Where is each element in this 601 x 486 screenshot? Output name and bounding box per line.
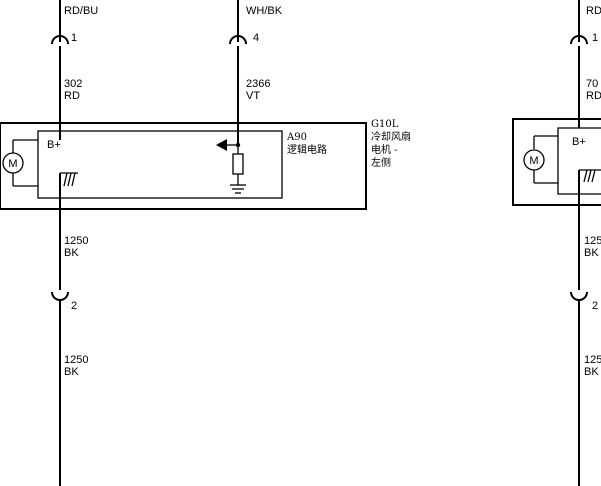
wire-gauge-label: 1250: [64, 354, 88, 366]
fan-name-label: 左侧: [371, 156, 391, 169]
wire-gauge-label: 1250: [64, 235, 88, 247]
chassis-ground-icon: [230, 184, 246, 194]
fan-name-label: 电机 -: [371, 143, 398, 156]
pin-number: 1: [592, 32, 598, 44]
resistor-icon: [232, 153, 244, 175]
wire-gauge-label: 2366: [246, 78, 270, 90]
wire-gauge-label: 125: [584, 235, 601, 247]
wire-color-label: VT: [246, 90, 260, 102]
connector-pin-icon: [570, 291, 588, 301]
connector-pin-icon: [51, 291, 69, 301]
ground-icon: [579, 169, 601, 183]
wire-color-label: BK: [584, 366, 599, 378]
pin-number: 2: [592, 300, 598, 312]
ground-icon: [60, 172, 78, 187]
wire-gauge-label: 70: [586, 78, 598, 90]
wire-color-label: BK: [64, 366, 79, 378]
motor-symbol: M: [529, 155, 538, 167]
wire-gauge-label: 302: [64, 78, 82, 90]
pin-number: 1: [71, 32, 77, 44]
wire-color-label: RD/BU: [64, 5, 98, 17]
signal-input-arrow-icon: [216, 139, 241, 151]
wire-color-label: BK: [584, 247, 599, 259]
wire-color-label: BK: [64, 247, 79, 259]
wire-color-label: WH/BK: [246, 5, 283, 17]
logic-circuit-box: [557, 127, 601, 195]
pin-number: 2: [71, 300, 77, 312]
wire-color-label: RD: [64, 90, 80, 102]
fan-motor-housing: [512, 118, 601, 206]
wire-gauge-label: 125: [584, 354, 601, 366]
logic-id-label: A90: [286, 132, 307, 143]
fan-motor-housing: [0, 122, 367, 210]
wire-color-label: RD: [586, 90, 601, 102]
fan-name-label: 冷却风扇: [371, 130, 411, 143]
connector-pin-icon: [229, 35, 247, 45]
wire-color-label: RD: [586, 5, 601, 17]
fan-id-label: G10L: [371, 119, 399, 130]
connector-pin-icon: [51, 35, 69, 45]
motor-symbol: M: [8, 158, 17, 170]
logic-circuit-box: [37, 130, 283, 199]
pin-number: 4: [253, 32, 259, 44]
supply-label: B+: [47, 139, 61, 151]
supply-label: B+: [572, 136, 586, 148]
logic-name-label: 逻辑电路: [287, 143, 327, 156]
connector-pin-icon: [570, 35, 588, 45]
